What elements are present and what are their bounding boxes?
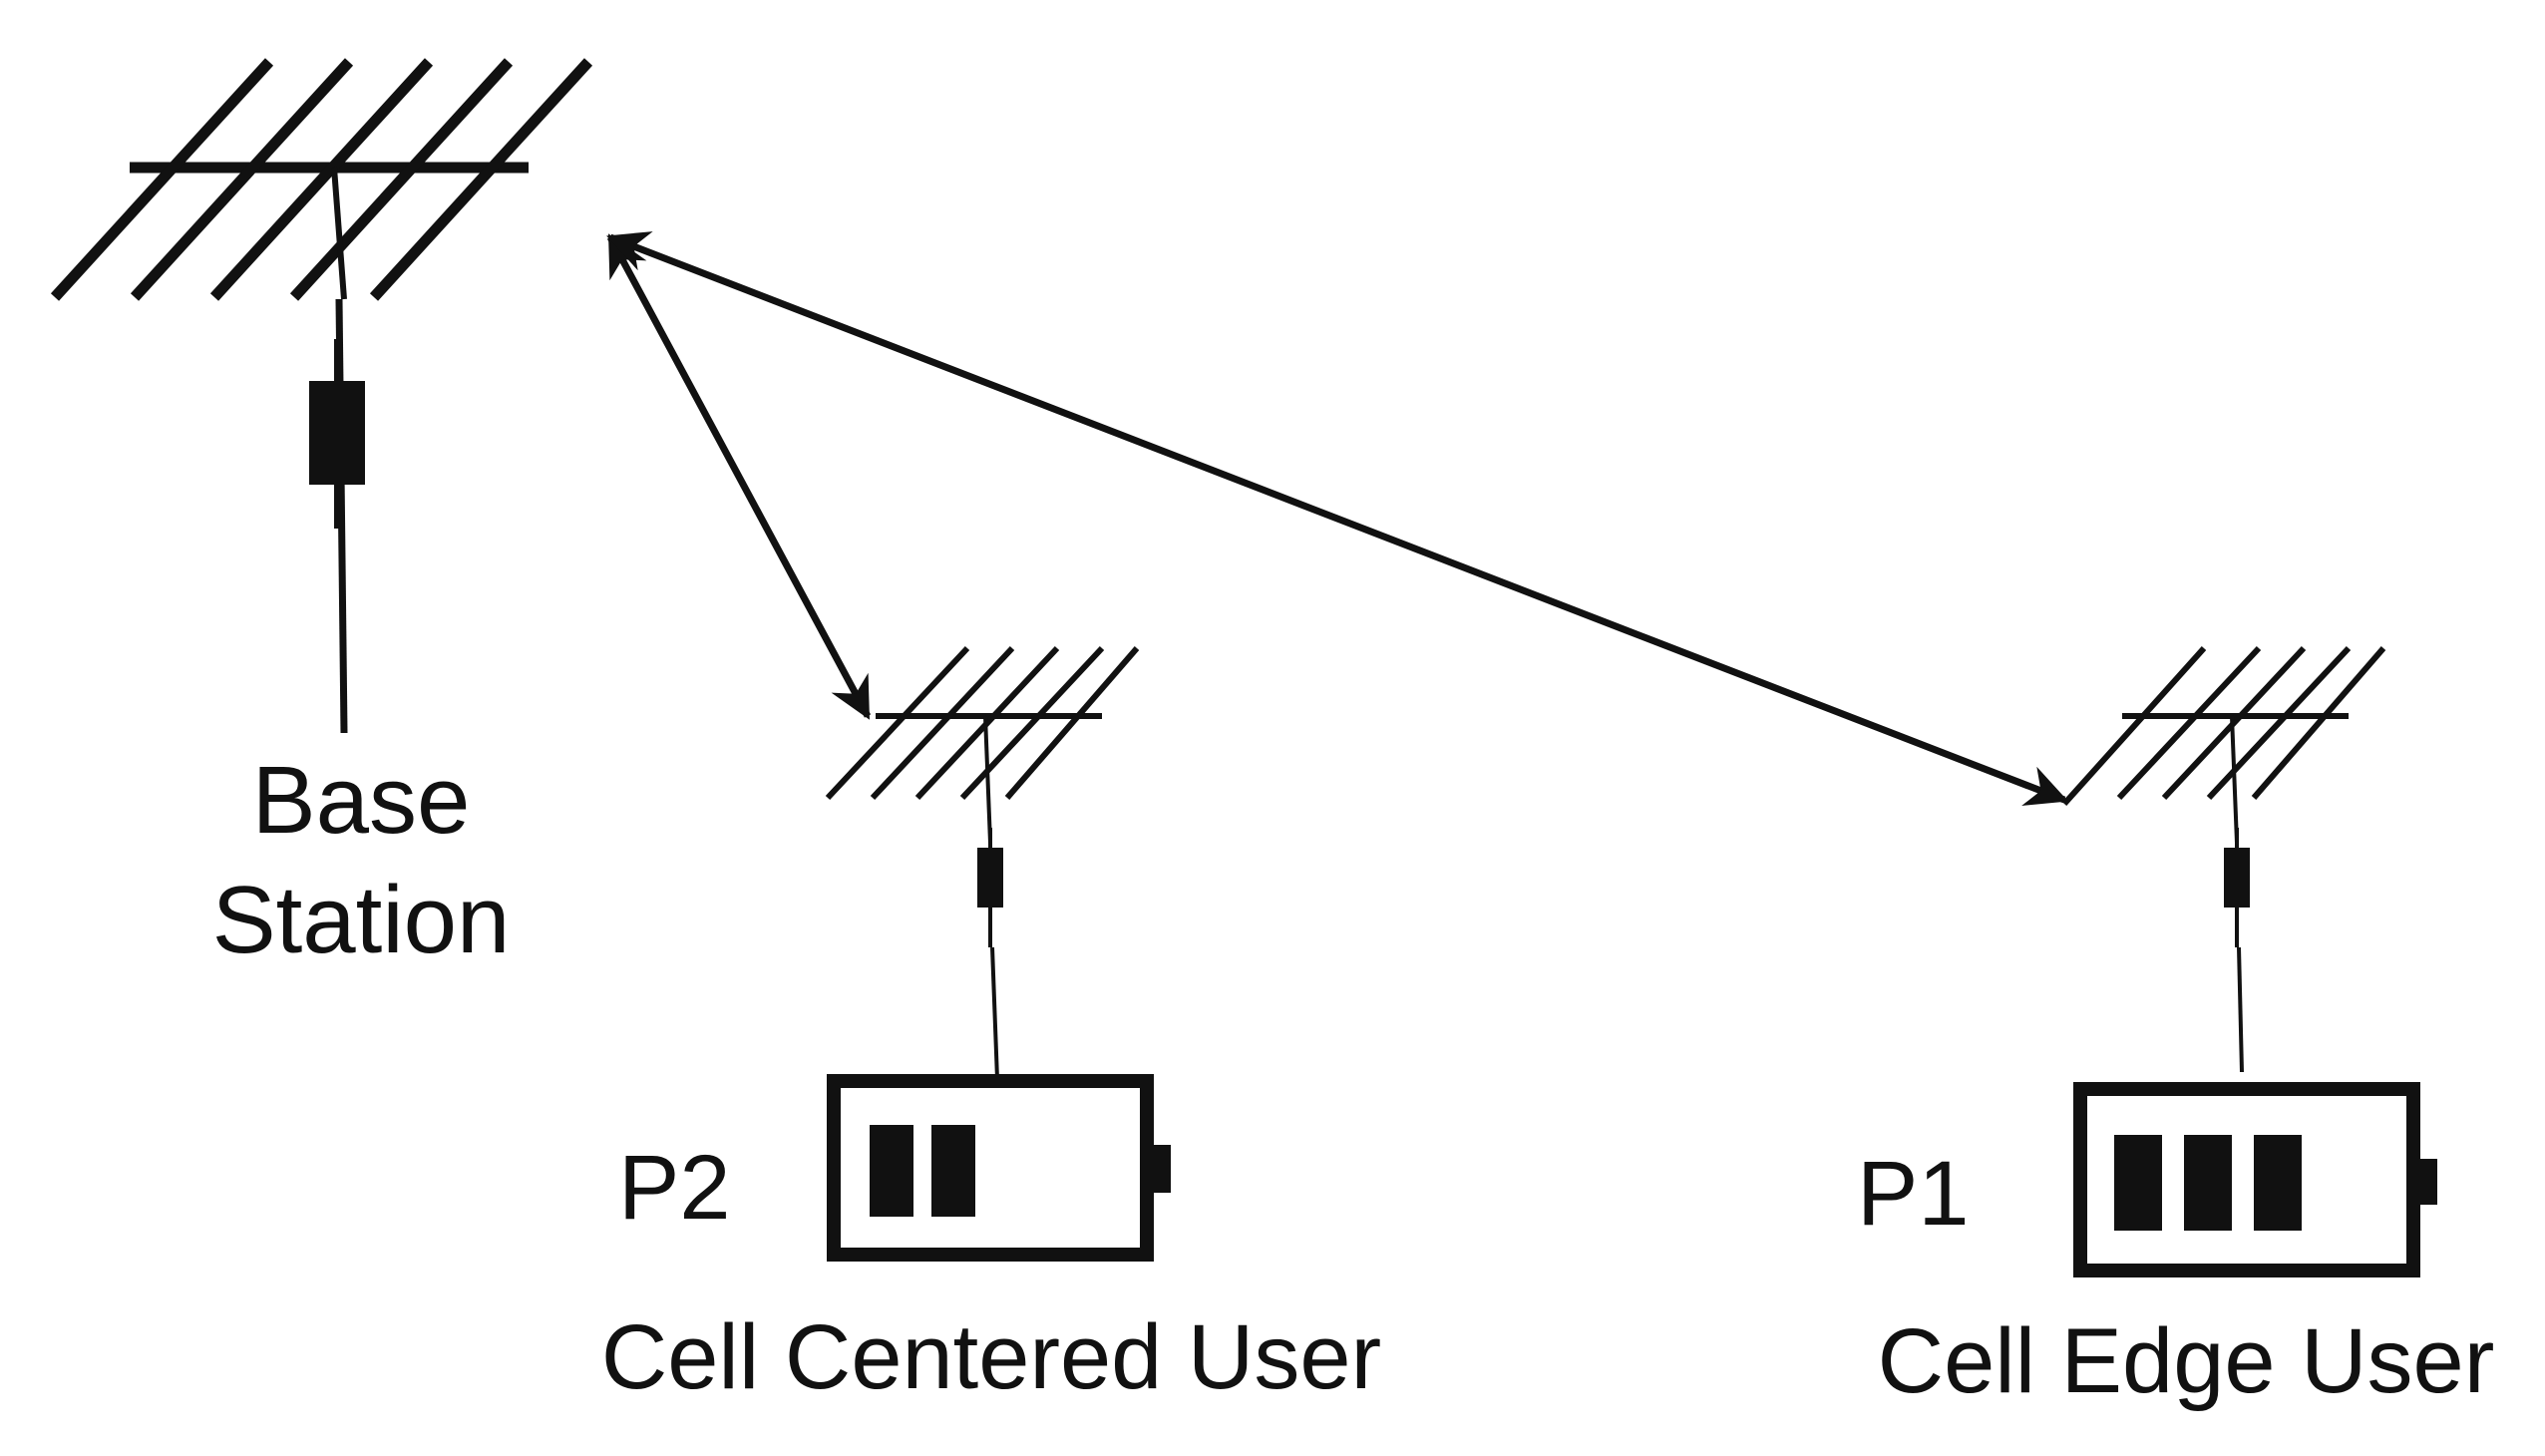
link-base-to-centered-user xyxy=(606,233,872,720)
cell-centered-user-battery-bar xyxy=(870,1125,913,1217)
cell-centered-user-power-label: P2 xyxy=(618,1137,731,1239)
cell-edge-user-power-label: P1 xyxy=(1857,1143,1970,1245)
cell-edge-user-antenna xyxy=(2061,645,2386,1073)
base-station-label-line1: Base xyxy=(252,747,471,854)
cell-centered-user-caption: Cell Centered User xyxy=(601,1306,1381,1408)
cell-edge-user-battery-icon xyxy=(2073,1082,2437,1277)
cell-edge-user-battery-bar xyxy=(2184,1135,2232,1231)
cell-edge-user-battery-bar xyxy=(2114,1135,2162,1231)
base-station-label-line2: Station xyxy=(212,867,511,973)
cell-centered-user-antenna xyxy=(825,645,1140,1080)
cell-centered-user-battery-icon xyxy=(827,1074,1171,1262)
cell-edge-user-battery-bar xyxy=(2254,1135,2302,1231)
base-station-antenna xyxy=(50,58,593,734)
cell-edge-user-caption: Cell Edge User xyxy=(1878,1310,2495,1412)
link-base-to-edge-user xyxy=(606,231,2068,806)
cell-centered-user-battery-bar xyxy=(931,1125,975,1217)
